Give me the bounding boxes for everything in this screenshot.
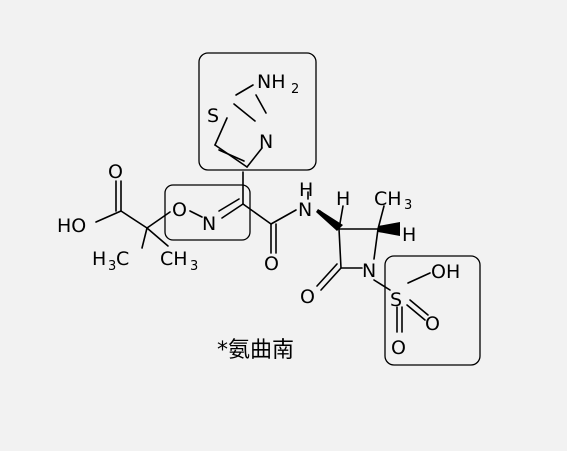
methyl-subscript: 3	[404, 198, 412, 213]
stereo-h-left-label: H	[336, 188, 350, 210]
sulfonic-acid-highlight-box	[384, 255, 481, 366]
wedge-bond-h	[378, 222, 400, 236]
sulfonyl-o-right-label: O	[425, 313, 440, 335]
amino-subscript: 2	[291, 82, 299, 97]
amino-n-label: NH	[257, 71, 286, 93]
aminothiazole-highlight-box	[198, 52, 317, 171]
acid-carbonyl-o-label: O	[108, 161, 123, 183]
atom-labels: NH 2 S N H N H CH 3 H O HO O N H 3 C CH …	[57, 71, 460, 359]
amide-carbonyl-o-label: O	[264, 253, 279, 275]
oxime-n-label: N	[202, 213, 216, 235]
wedge-bond-nh	[316, 209, 343, 231]
thiazole-n-label: N	[259, 131, 273, 153]
acid-hydroxyl-label: HO	[57, 215, 86, 237]
bond-lines	[95, 84, 431, 333]
stereo-h-right-label: H	[402, 224, 416, 246]
sulfonyl-o-bottom-label: O	[391, 337, 406, 359]
thiazole-s-label: S	[207, 105, 219, 127]
gem-methyl-ch-label: CH	[160, 248, 188, 270]
h3c-c-label: C	[116, 248, 129, 270]
h3c-h-label: H	[92, 248, 106, 270]
sulfonyl-s-label: S	[390, 289, 402, 311]
h3c-subscript: 3	[108, 259, 116, 274]
compound-name-caption: *氨曲南	[217, 338, 294, 363]
gem-methyl-subscript: 3	[190, 259, 198, 274]
lactam-n-label: N	[362, 260, 376, 282]
amide-nh-h-label: H	[299, 179, 313, 201]
lactam-carbonyl-o-label: O	[300, 286, 315, 308]
oxime-highlight-box	[164, 184, 251, 241]
oxime-o-label: O	[172, 199, 187, 221]
methyl-ch-label: CH	[374, 188, 402, 210]
sulfonic-oh-label: OH	[431, 261, 460, 283]
amide-nh-n-label: N	[298, 199, 312, 221]
